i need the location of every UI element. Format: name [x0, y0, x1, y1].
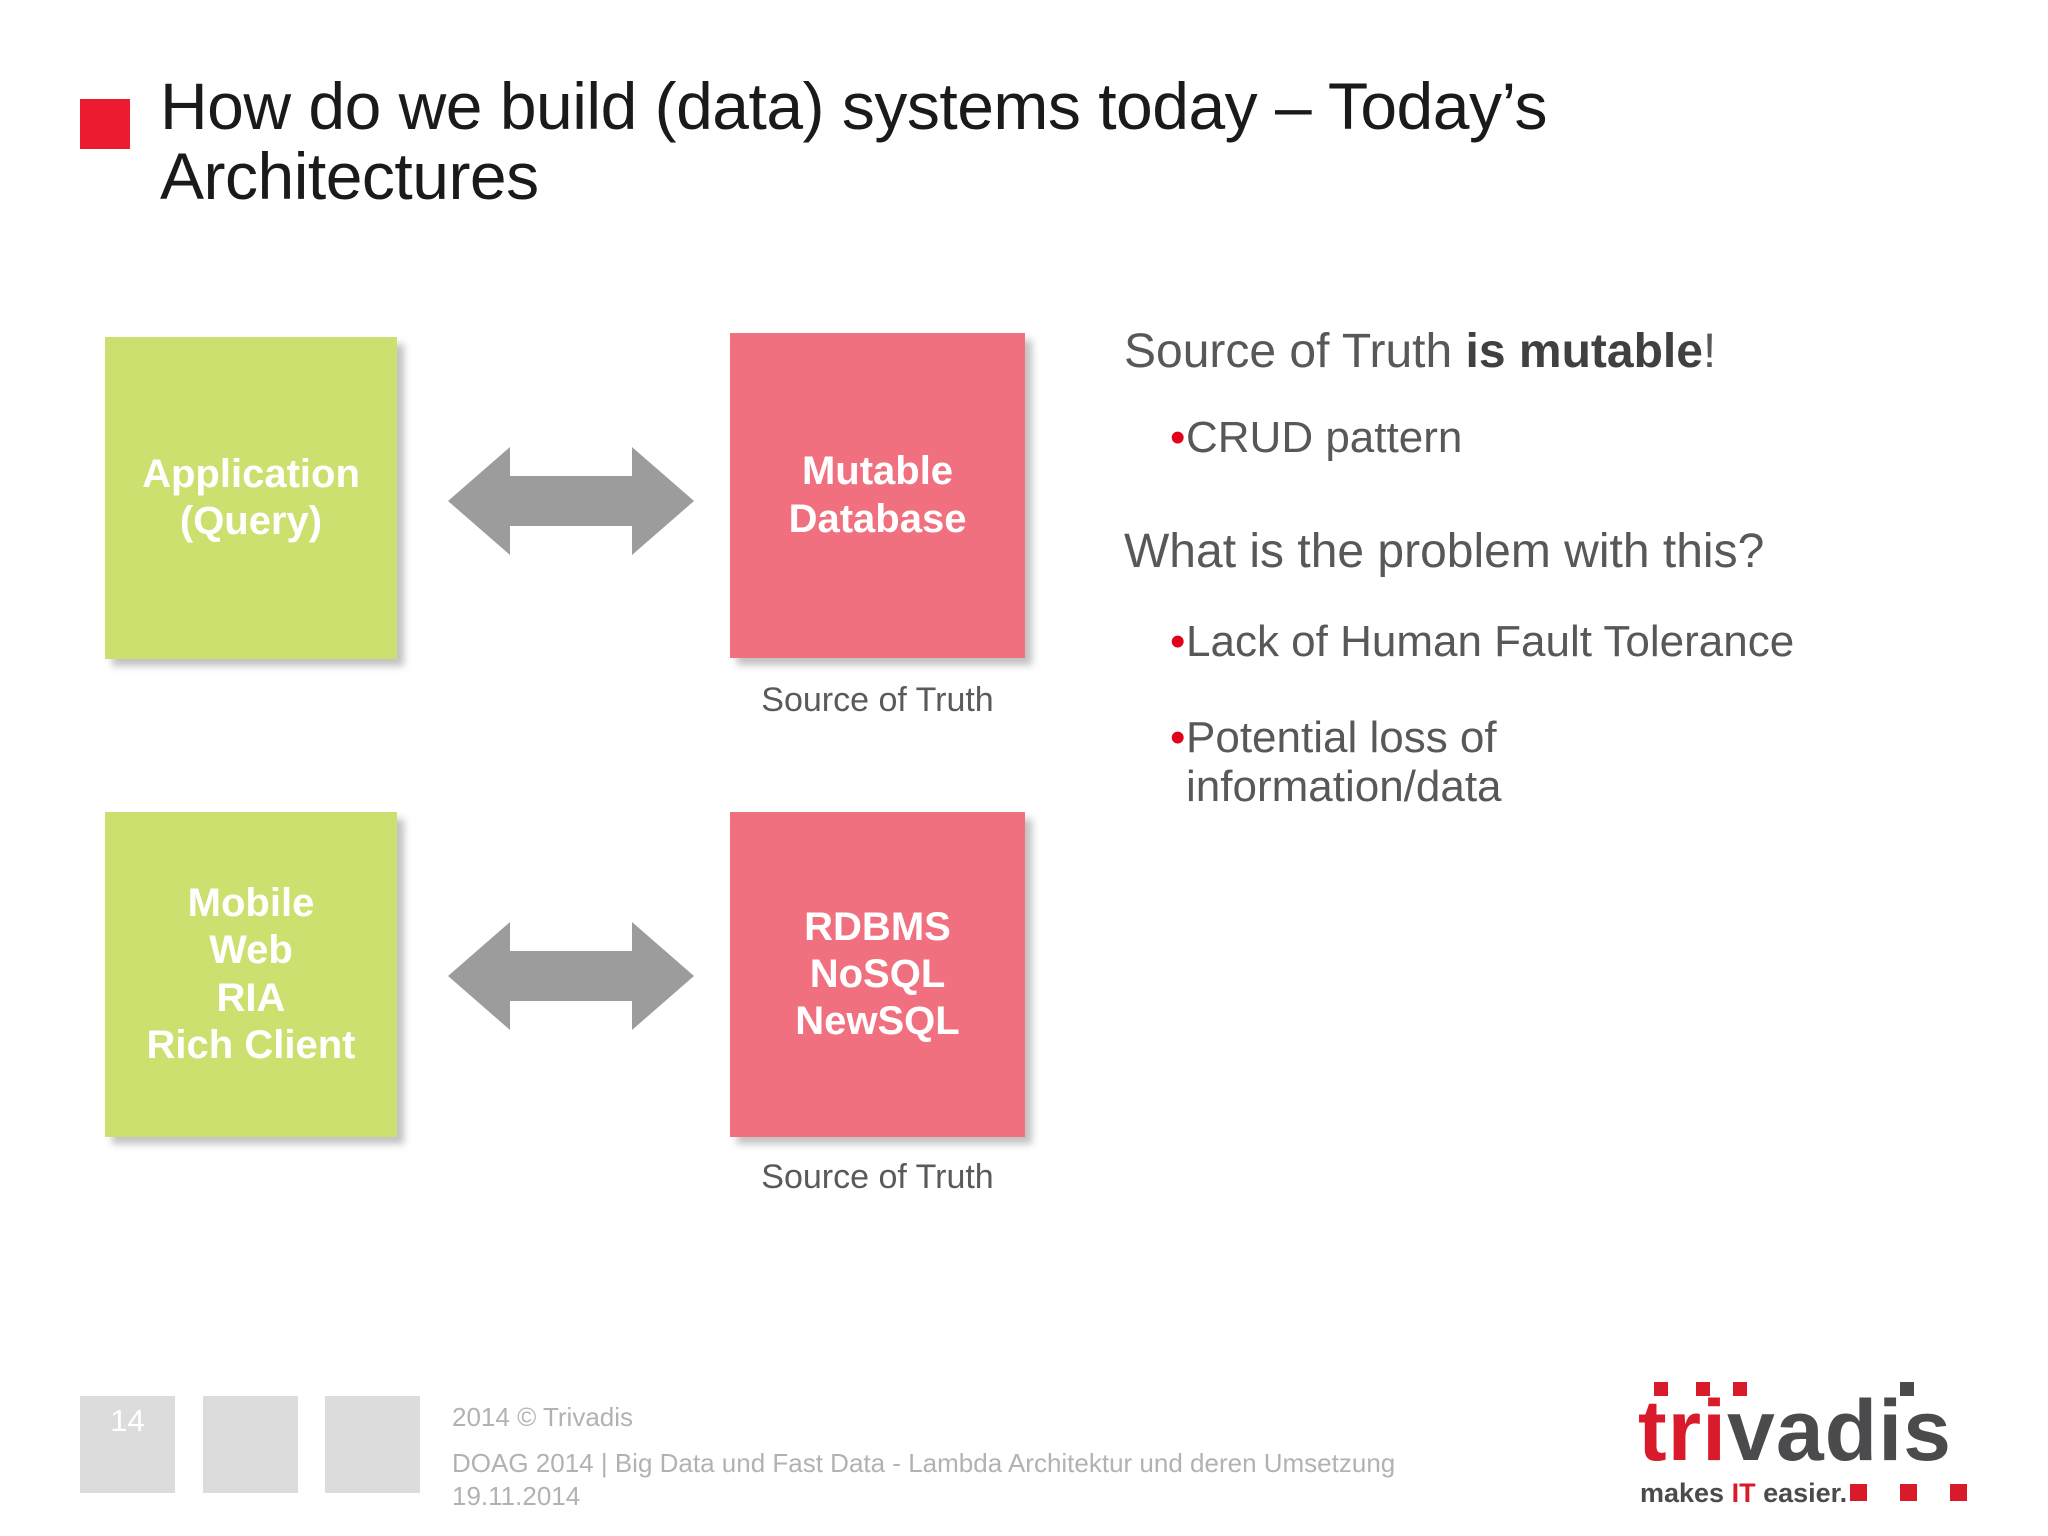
diagram-box-datastores: RDBMS NoSQL NewSQL [730, 812, 1025, 1137]
logo-tagline: makes IT easier. [1640, 1478, 1847, 1509]
logo-square-icon-3 [1950, 1484, 1967, 1501]
notes-bullet-fault-tolerance: • Lack of Human Fault Tolerance [1124, 617, 2024, 668]
bullet-dot-icon: • [1170, 413, 1186, 462]
logo-dot-icon-2 [1696, 1382, 1710, 1396]
notes-heading-1-bold: is mutable [1465, 325, 1703, 378]
notes-heading-2: What is the problem with this? [1124, 525, 1765, 578]
notes-bullet-crud-pattern: • CRUD pattern [1124, 413, 2024, 464]
logo-wordmark: trivadis [1638, 1388, 1952, 1474]
logo-wordmark-gray: vadis [1727, 1383, 1952, 1479]
logo-tagline-accent: IT [1731, 1478, 1756, 1508]
logo-square-icon-1 [1850, 1484, 1867, 1501]
caption-source-of-truth-bottom: Source of Truth [761, 1158, 994, 1196]
double-arrow-icon-top [448, 447, 694, 555]
notes-bullet-crud-pattern-label: CRUD pattern [1186, 413, 1463, 462]
diagram-box-clients: Mobile Web RIA Rich Client [105, 812, 397, 1137]
diagram-box-datastores-label: RDBMS NoSQL NewSQL [795, 904, 960, 1044]
title-bullet-square-icon [80, 99, 130, 149]
footer-block-1 [80, 1396, 175, 1493]
logo-tagline-pre: makes [1640, 1478, 1732, 1508]
notes-heading-1-plain: Source of Truth [1124, 325, 1466, 378]
notes-heading-1: Source of Truth is mutable! [1124, 325, 2004, 379]
logo-dot-icon-1 [1654, 1382, 1668, 1396]
footer-block-2 [203, 1396, 298, 1493]
logo-dot-icon-4 [1900, 1382, 1914, 1396]
diagram-box-mutable-database-label: Mutable Database [788, 449, 967, 541]
footer-meta: DOAG 2014 | Big Data und Fast Data - Lam… [452, 1448, 1396, 1512]
trivadis-logo: trivadis makes IT easier. [1638, 1378, 1998, 1508]
logo-wordmark-red: tri [1638, 1383, 1727, 1479]
double-arrow-icon-bottom [448, 922, 694, 1030]
caption-source-of-truth-top: Source of Truth [761, 681, 994, 719]
diagram-box-application-label: Application (Query) [142, 451, 360, 543]
diagram-box-application: Application (Query) [105, 337, 397, 659]
logo-tagline-post: easier. [1755, 1478, 1848, 1508]
page-number: 14 [110, 1403, 145, 1438]
notes-bullet-information-loss-label: Potential loss of information/data [1186, 713, 1502, 812]
notes-heading-1-tail: ! [1702, 325, 1717, 378]
notes-bullet-fault-tolerance-label: Lack of Human Fault Tolerance [1186, 617, 1795, 666]
notes-bullet-information-loss: • Potential loss of information/data [1124, 713, 2024, 812]
bullet-dot-icon: • [1170, 617, 1186, 666]
bullet-dot-icon: • [1170, 713, 1186, 762]
diagram-box-mutable-database: Mutable Database [730, 333, 1025, 658]
footer-copyright: 2014 © Trivadis [452, 1402, 634, 1432]
footer-block-3 [325, 1396, 420, 1493]
logo-square-icon-2 [1900, 1484, 1917, 1501]
logo-dot-icon-3 [1733, 1382, 1747, 1396]
diagram-box-clients-label: Mobile Web RIA Rich Client [146, 881, 356, 1067]
page-title: How do we build (data) systems today – T… [160, 69, 1547, 213]
